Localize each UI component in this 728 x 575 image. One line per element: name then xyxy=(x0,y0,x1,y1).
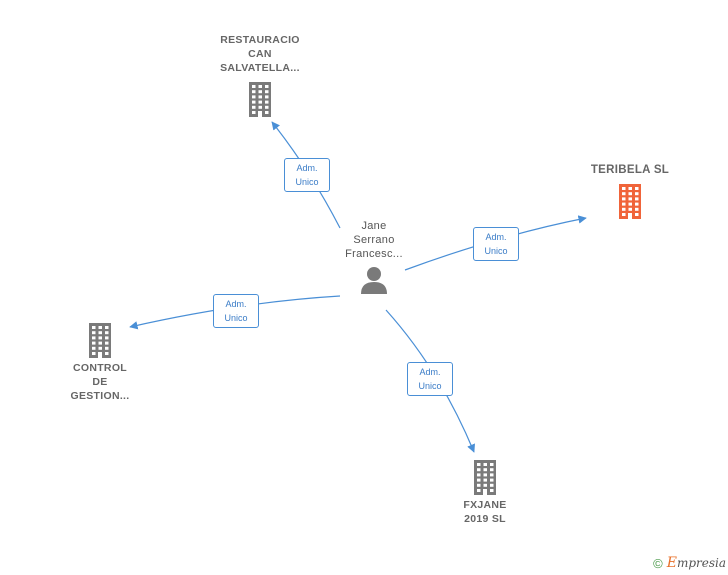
role-line1: Adm. xyxy=(419,367,441,377)
person-name: Jane Serrano Francesc... xyxy=(345,220,403,260)
footer-brand: © Empresia xyxy=(653,555,726,571)
building-icon xyxy=(89,323,111,358)
role-badge[interactable]: Adm. Unico xyxy=(213,294,259,328)
role-line2: Unico xyxy=(295,177,319,187)
role-badge[interactable]: Adm. Unico xyxy=(284,158,330,192)
company-label: CONTROL DE GESTION... xyxy=(70,362,130,402)
company-node-teribela[interactable]: TERIBELA SL xyxy=(572,163,688,219)
building-icon xyxy=(474,460,496,495)
role-badge[interactable]: Adm. Unico xyxy=(407,362,453,396)
brand-logo: Empresia xyxy=(666,555,726,571)
role-line2: Unico xyxy=(418,381,442,391)
company-label: RESTAURACIO CAN SALVATELLA... xyxy=(220,34,300,74)
company-node-restauracio[interactable]: RESTAURACIO CAN SALVATELLA... xyxy=(205,33,315,117)
company-label: FXJANE 2019 SL xyxy=(463,499,507,525)
company-node-fxjane[interactable]: FXJANE 2019 SL xyxy=(435,459,535,526)
person-icon xyxy=(361,267,387,294)
building-icon xyxy=(249,82,271,117)
company-label: TERIBELA SL xyxy=(590,164,670,176)
person-node[interactable]: Jane Serrano Francesc... xyxy=(325,219,423,295)
role-line2: Unico xyxy=(224,313,248,323)
building-icon xyxy=(619,184,641,219)
role-badge[interactable]: Adm. Unico xyxy=(473,227,519,261)
company-node-control[interactable]: CONTROL DE GESTION... xyxy=(50,322,150,403)
copyright-icon: © xyxy=(653,555,663,571)
role-line1: Adm. xyxy=(225,299,247,309)
role-line1: Adm. xyxy=(485,232,507,242)
role-line2: Unico xyxy=(484,246,508,256)
role-line1: Adm. xyxy=(296,163,318,173)
